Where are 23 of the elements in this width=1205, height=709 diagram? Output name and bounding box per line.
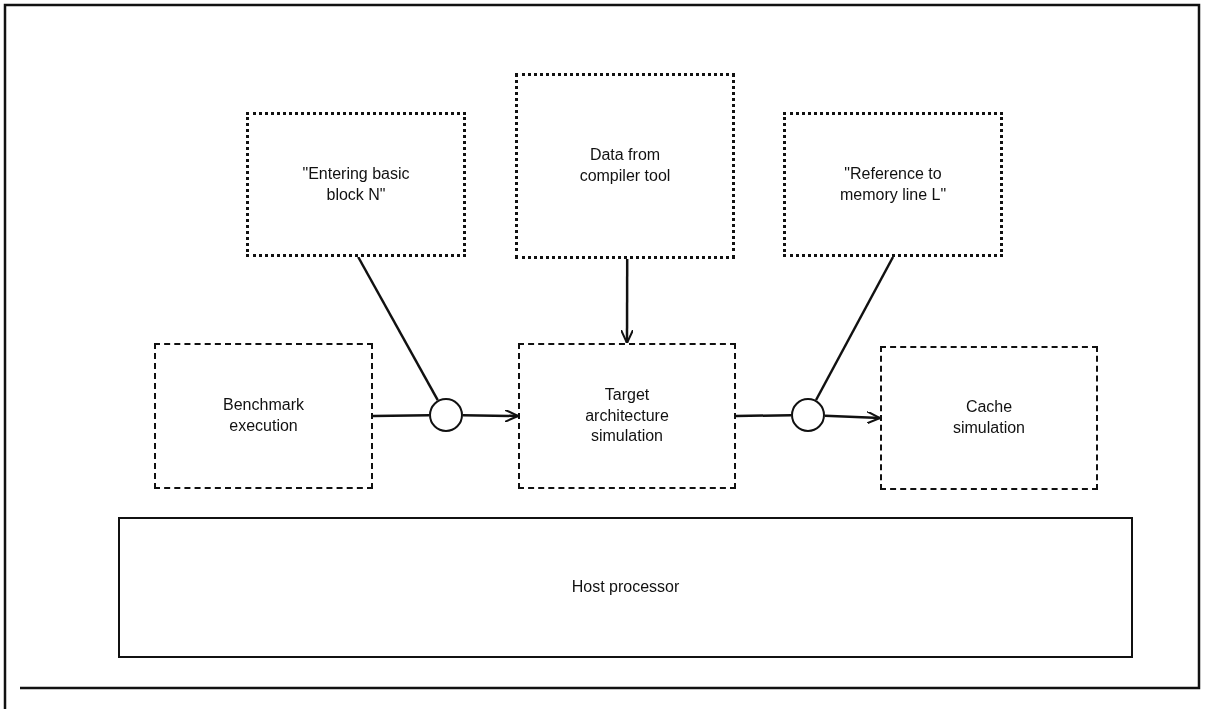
arrow bbox=[463, 408, 519, 423]
node-label: "Reference to memory line L" bbox=[838, 163, 948, 205]
connector-line bbox=[814, 256, 895, 401]
dotted-box bbox=[783, 112, 1003, 257]
circle-symbol bbox=[791, 398, 825, 432]
connector-line bbox=[357, 256, 439, 401]
dotted-box bbox=[246, 112, 466, 257]
process-box bbox=[154, 343, 373, 489]
processor-box bbox=[118, 517, 1133, 658]
connector-line bbox=[736, 414, 791, 418]
node-label: Target architecture simulation bbox=[584, 384, 670, 447]
process-box bbox=[518, 343, 736, 489]
process-box bbox=[880, 346, 1098, 490]
arrow bbox=[824, 410, 881, 425]
node-label: Host processor bbox=[571, 577, 680, 598]
arrow bbox=[620, 259, 635, 344]
node-label: "Entering basic block N" bbox=[301, 163, 411, 205]
node-label: Data from compiler tool bbox=[578, 145, 672, 186]
connector-line bbox=[373, 414, 429, 418]
node-label: Benchmark execution bbox=[222, 395, 305, 436]
node-label: Cache simulation bbox=[952, 397, 1026, 438]
dotted-box bbox=[515, 73, 735, 259]
circle-symbol bbox=[429, 398, 463, 432]
